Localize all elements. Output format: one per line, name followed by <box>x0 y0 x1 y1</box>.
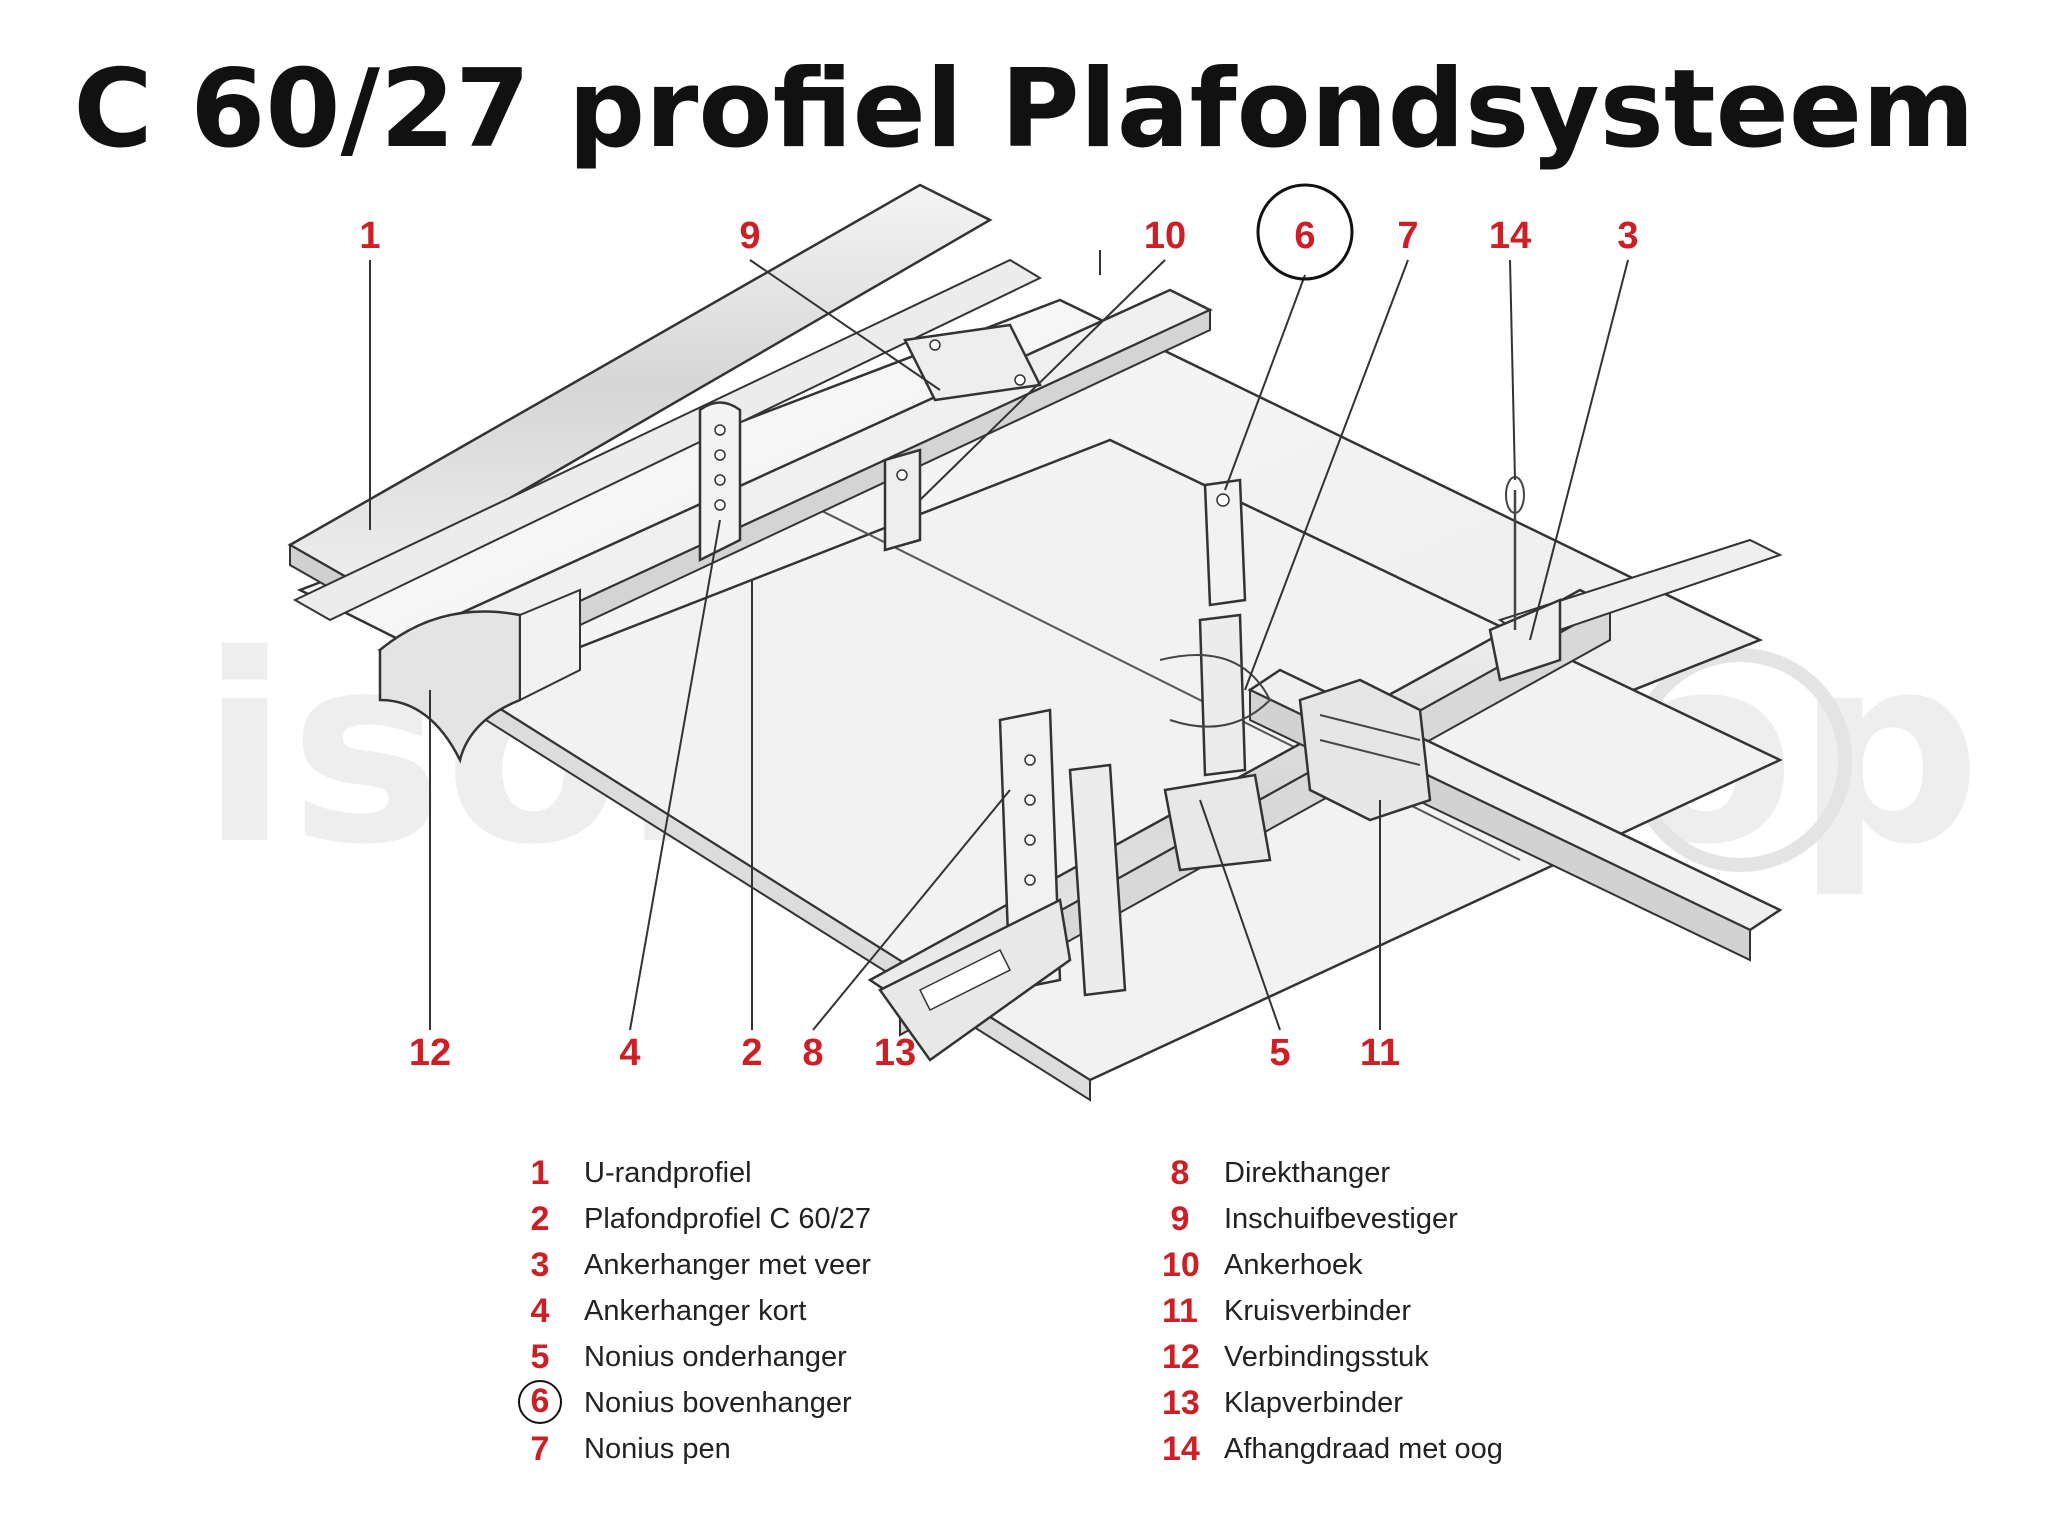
cross-connector <box>1298 678 1432 822</box>
callout-8: 8 <box>802 1032 823 1074</box>
callout-6-circle <box>1256 183 1354 281</box>
connector-piece <box>378 588 581 764</box>
callout-5: 5 <box>1269 1032 1290 1074</box>
anchor-angle <box>883 448 922 552</box>
page-title: C 60/27 profiel Plafondsysteem <box>73 47 1975 172</box>
callout-1: 1 <box>359 215 380 257</box>
callout-10: 10 <box>1144 215 1186 257</box>
callout-7: 7 <box>1397 215 1418 257</box>
callout-12: 12 <box>409 1032 451 1074</box>
callout-9: 9 <box>739 215 760 257</box>
callout-13: 13 <box>874 1032 916 1074</box>
anchor-hanger-short <box>698 401 742 563</box>
callout-2: 2 <box>741 1032 762 1074</box>
callout-3: 3 <box>1617 215 1638 257</box>
callout-11: 11 <box>1360 1032 1400 1074</box>
callout-14: 14 <box>1489 215 1531 257</box>
leader-lines <box>369 259 1629 1031</box>
anchor-hanger-spring <box>1488 476 1562 682</box>
nonius-hanger-assembly <box>1159 478 1272 872</box>
callouts: 1 9 10 6 7 14 3 12 4 2 8 13 5 11 <box>359 183 1639 1074</box>
callout-6: 6 <box>1294 215 1315 257</box>
clip-connector <box>878 898 1072 1062</box>
u-edge-profile <box>287 183 1043 622</box>
callout-4: 4 <box>619 1032 640 1074</box>
